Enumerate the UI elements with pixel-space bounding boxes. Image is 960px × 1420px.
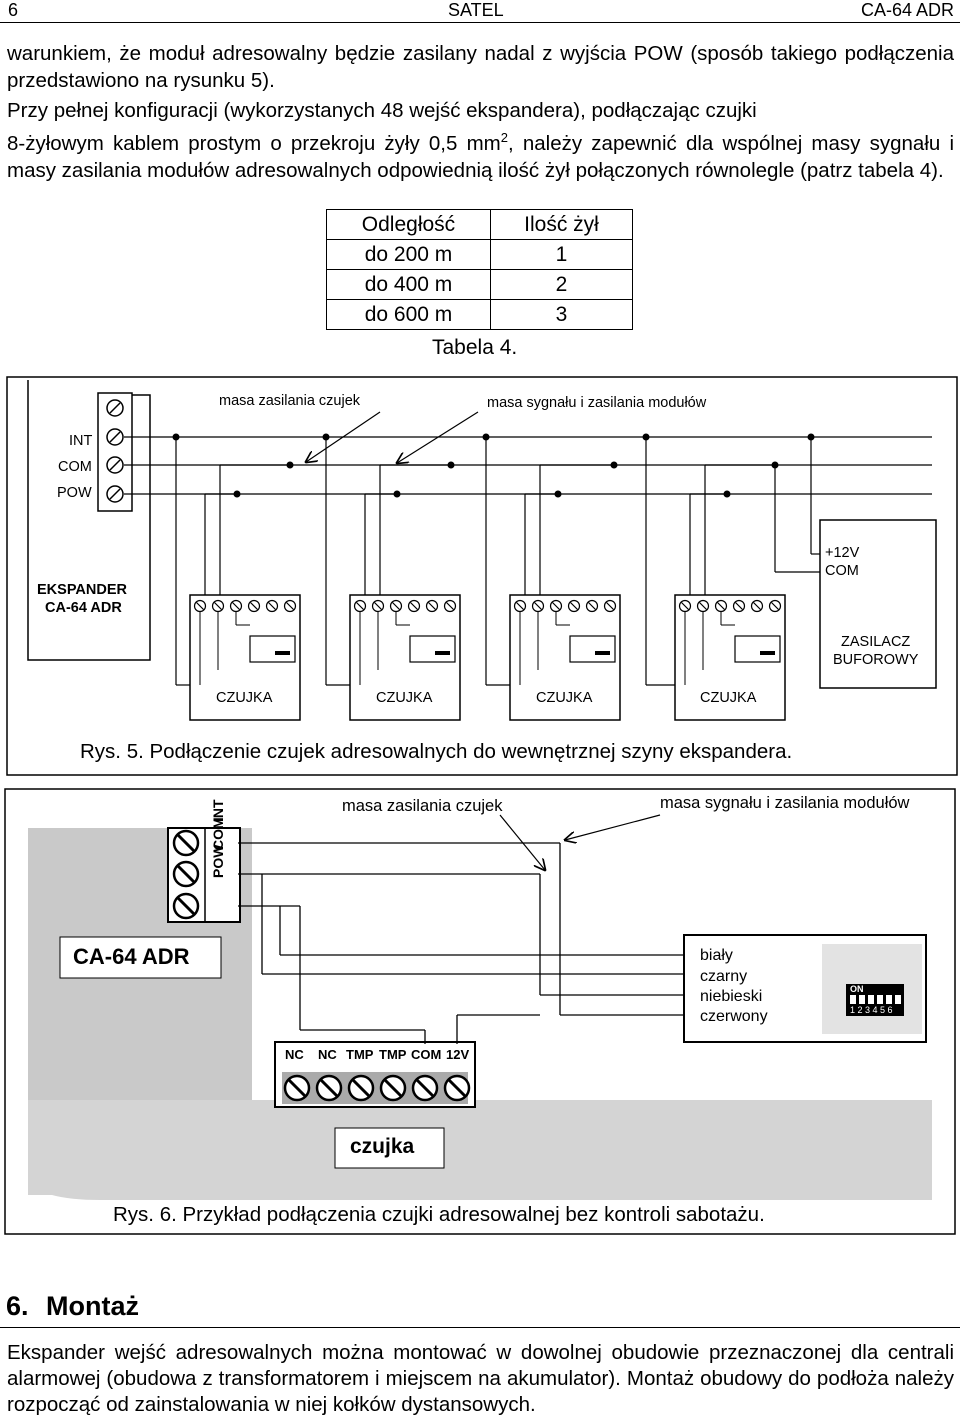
det-term-12v: 12V [446,1047,470,1062]
table-row: do 200 m 1 [326,239,633,270]
psu-label-1: ZASILACZ [841,634,911,650]
terminal-label-pow: POW [57,485,92,501]
detector-label: CZUJKA [376,690,433,706]
wire-white: biały [700,947,733,964]
wire-blue: niebieski [700,988,763,1005]
paragraph-1: warunkiem, że moduł adresowalny będzie z… [7,42,954,92]
paragraph-2: Przy pełnej konfiguracji (wykorzystanych… [7,97,954,184]
table-4-caption: Tabela 4. [432,336,518,359]
fig5-caption: Rys. 5. Podłączenie czujek adresowalnych… [80,740,793,763]
table-header-distance: Odległość [326,209,491,240]
paragraph-2-rest: sygnału i masy zasilania modułów adresow… [7,131,955,182]
table-cell: do 200 m [326,239,491,270]
section-title: Montaż [46,1291,140,1321]
terminal-block [97,392,133,512]
det-term-nc1: NC [285,1047,304,1062]
psu-label-12v: +12V [825,545,860,561]
wire-black: czarny [700,968,748,985]
section-heading: 6. Montaż [6,1291,139,1322]
fig5-label-masa-modulow: masa sygnału i zasilania modułów [487,395,707,411]
table-header-row: Odległość Ilość żył [326,209,633,240]
table-cell: do 600 m [326,299,491,330]
dip-numbers: 1 2 3 4 5 6 [850,1005,893,1015]
table-row: do 400 m 2 [326,269,633,300]
expander-label-1: EKSPANDER [37,582,127,598]
wire-red: czerwony [700,1008,768,1025]
detector-3 [485,437,621,721]
page-header: 6 SATEL CA-64 ADR [0,0,960,23]
fig6-detector-label: czujka [350,1135,415,1158]
table-cell: do 400 m [326,269,491,300]
section-text: Ekspander wejść adresowalnych można mont… [7,1341,954,1416]
detector-label: CZUJKA [536,690,593,706]
expander-box [27,380,151,661]
terminal-label-int: INT [69,433,93,449]
fig6-label-masa-modulow: masa sygnału i zasilania modułów [660,794,910,812]
det-term-tmp2: TMP [379,1047,407,1062]
fig6-board-label: CA-64 ADR [73,944,190,969]
table-row: do 600 m 3 [326,299,633,330]
table-cell: 2 [490,269,633,300]
fig6-terminal-int: INT [210,799,226,822]
det-term-com: COM [411,1047,442,1062]
paragraph-2-line-1: Przy pełnej konfiguracji (wykorzystanych… [7,99,757,122]
detector-label: CZUJKA [700,690,757,706]
psu-label-2: BUFOROWY [833,652,919,668]
table-cell: 1 [490,239,633,270]
paragraph-2-line-2b: , należy zapewnić dla wspólnej masy [507,131,861,155]
header-brand: SATEL [448,0,504,20]
table-cell: 3 [490,299,633,330]
page-number: 6 [8,0,19,20]
det-term-tmp1: TMP [346,1047,374,1062]
fig6-terminal-com: COM [210,817,226,850]
dip-on-label: ON [850,984,864,994]
figure-5-frame [6,376,958,776]
figure-6-frame [4,788,956,1235]
fig6-label-masa-czujek: masa zasilania czujek [342,797,503,815]
table-header-wires: Ilość żył [490,209,633,240]
header-model: CA-64 ADR [860,0,954,20]
detector-4 [645,437,786,721]
board-area [28,828,300,1195]
section-rule [0,1327,960,1328]
superscript: 2 [500,130,508,145]
table-4: Odległość Ilość żył do 200 m 1 do 400 m … [326,209,633,330]
fig6-caption: Rys. 6. Przykład podłączenia czujki adre… [113,1203,765,1226]
det-term-nc2: NC [318,1047,337,1062]
detector-2 [325,437,461,721]
section-number: 6. [6,1291,29,1321]
psu-label-com: COM [825,563,859,579]
terminal-label-com: COM [58,459,92,475]
expander-label-2: CA-64 ADR [45,600,122,616]
paragraph-2-line-2a: 8-żyłowym kablem prostym o przekroju żył… [7,131,501,155]
detector-label: CZUJKA [216,690,273,706]
fig5-label-masa-czujek: masa zasilania czujek [219,393,361,409]
detector-1 [175,437,301,721]
